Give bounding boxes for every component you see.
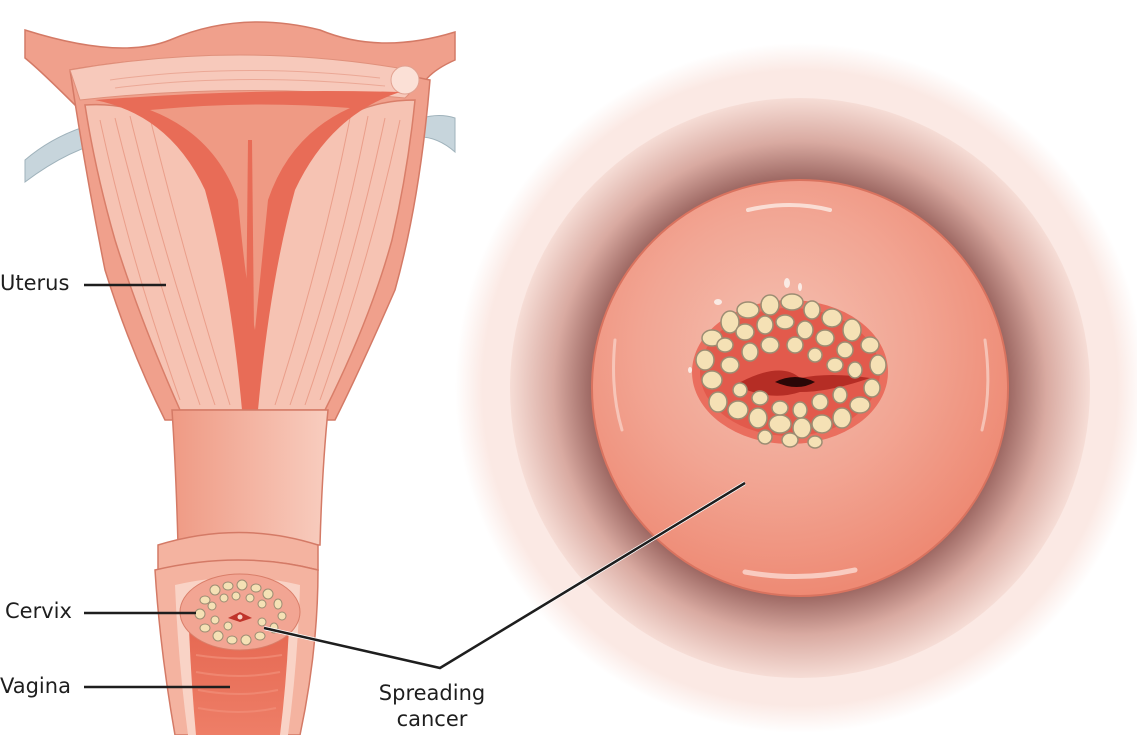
uterus-cross-section	[24, 21, 456, 735]
cervix-closeup	[455, 43, 1137, 733]
spreading-cancer-label: Spreading cancer	[370, 680, 494, 733]
spreading-cancer-label-line2: cancer	[396, 707, 468, 732]
vagina-label: Vagina	[0, 674, 71, 698]
uterus-label: Uterus	[0, 271, 70, 295]
cancer-cells-closeup	[695, 293, 887, 449]
cervix-label: Cervix	[5, 599, 72, 623]
spreading-cancer-label-line1: Spreading	[378, 681, 486, 705]
